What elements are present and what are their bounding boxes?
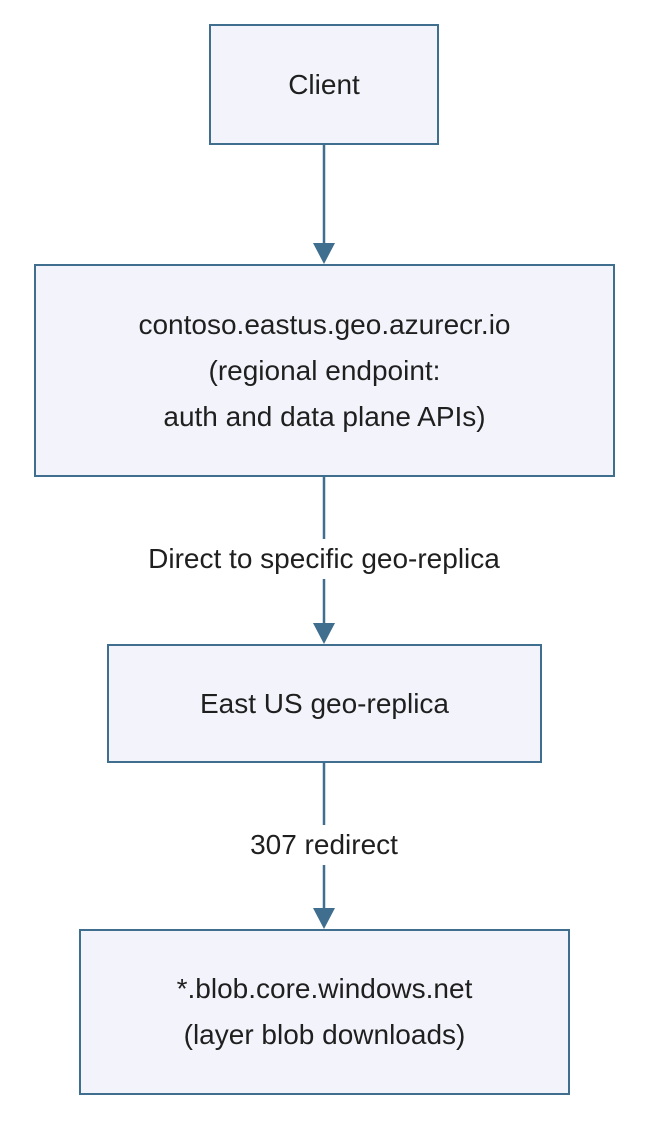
arrowhead-icon xyxy=(313,908,335,929)
node-regional-endpoint-line: auth and data plane APIs) xyxy=(163,400,486,432)
node-geo-replica-line: East US geo-replica xyxy=(199,687,449,719)
node-regional-endpoint-line: (regional endpoint: xyxy=(208,354,441,386)
node-regional-endpoint-line: contoso.eastus.geo.azurecr.io xyxy=(138,308,511,340)
edge-client-to-endpoint xyxy=(313,145,335,264)
arrowhead-icon xyxy=(313,243,335,264)
node-blob-storage: *.blob.core.windows.net (layer blob down… xyxy=(79,929,570,1095)
node-blob-storage-line: (layer blob downloads) xyxy=(183,1019,466,1050)
edge-label-307-redirect: 307 redirect xyxy=(248,825,400,865)
arrowhead-icon xyxy=(313,623,335,644)
node-regional-endpoint: contoso.eastus.geo.azurecr.io (regional … xyxy=(34,264,615,477)
node-geo-replica: East US geo-replica xyxy=(107,644,542,763)
node-blob-storage-line: *.blob.core.windows.net xyxy=(176,973,473,1004)
edge-label-direct-to-replica: Direct to specific geo-replica xyxy=(146,539,502,579)
node-client: Client xyxy=(209,24,439,145)
node-client-line: Client xyxy=(288,68,360,100)
